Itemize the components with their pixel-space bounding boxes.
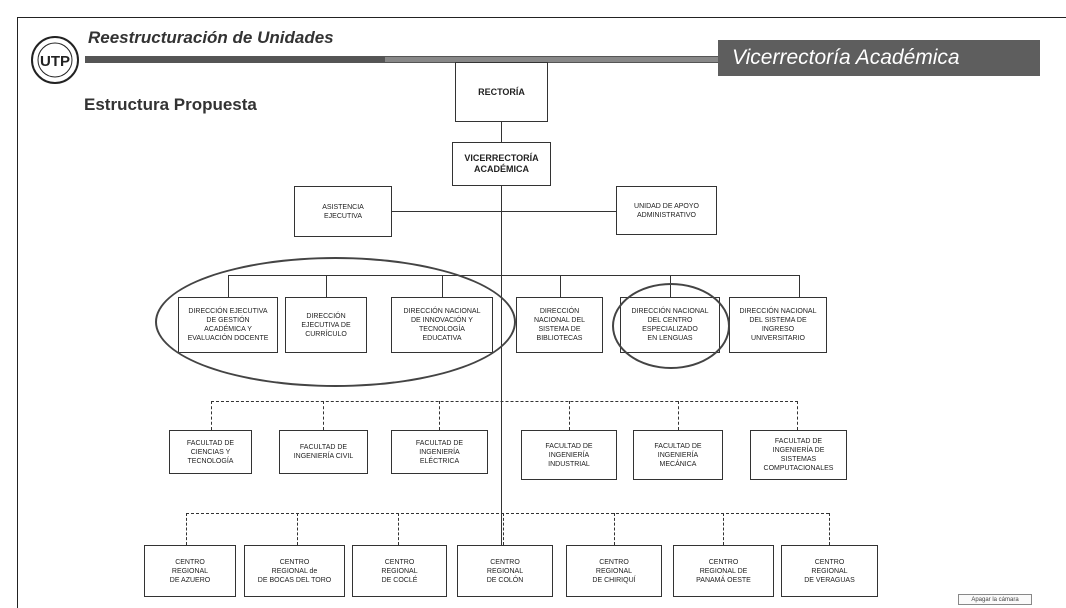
connector-fac-6 (797, 401, 798, 430)
connector-fac-4 (569, 401, 570, 430)
connector-fac-2 (323, 401, 324, 430)
frame-top (17, 17, 1066, 18)
connector-facultades (211, 401, 798, 402)
connector-cen-7 (829, 513, 830, 545)
box-centro-panama-oeste: CENTRO REGIONAL DE PANAMÁ OESTE (673, 545, 774, 597)
connector-staff (392, 211, 616, 212)
box-direccion-ingreso: DIRECCIÓN NACIONAL DEL SISTEMA DE INGRES… (729, 297, 827, 353)
box-facultad-ingenieria-industrial: FACULTAD DE INGENIERÍA INDUSTRIAL (521, 430, 617, 480)
svg-text:UTP: UTP (40, 53, 70, 70)
connector-cen-4 (503, 513, 504, 545)
page-subtitle: Estructura Propuesta (84, 95, 257, 114)
box-facultad-ingenieria-electrica: FACULTAD DE INGENIERÍA ELÉCTRICA (391, 430, 488, 474)
highlight-oval-left (155, 257, 516, 387)
university-seal-icon: UTP (30, 35, 80, 85)
page-title: Reestructuración de Unidades (88, 28, 334, 47)
box-direccion-bibliotecas: DIRECCIÓN NACIONAL DEL SISTEMA DE BIBLIO… (516, 297, 603, 353)
box-centro-bocas-del-toro: CENTRO REGIONAL de DE BOCAS DEL TORO (244, 545, 345, 597)
connector-fac-3 (439, 401, 440, 430)
connector-cen-5 (614, 513, 615, 545)
connector-cen-3 (398, 513, 399, 545)
box-centro-veraguas: CENTRO REGIONAL DE VERAGUAS (781, 545, 878, 597)
box-asistencia-ejecutiva: ASISTENCIA EJECUTIVA (294, 186, 392, 237)
box-facultad-ciencias-tecnologia: FACULTAD DE CIENCIAS Y TECNOLOGÍA (169, 430, 252, 474)
section-banner: Vicerrectoría Académica (718, 40, 1040, 76)
box-vicerrectoria: VICERRECTORÍA ACADÉMICA (452, 142, 551, 186)
box-facultad-sistemas-computacionales: FACULTAD DE INGENIERÍA DE SISTEMAS COMPU… (750, 430, 847, 480)
box-rectoria: RECTORÍA (455, 62, 548, 122)
connector-centros (186, 513, 829, 514)
box-facultad-ingenieria-civil: FACULTAD DE INGENIERÍA CIVIL (279, 430, 368, 474)
box-facultad-ingenieria-mecanica: FACULTAD DE INGENIERÍA MECÁNICA (633, 430, 723, 480)
connector-cen-2 (297, 513, 298, 545)
header-bar-accent (385, 57, 720, 62)
connector-fac-5 (678, 401, 679, 430)
box-unidad-apoyo: UNIDAD DE APOYO ADMINISTRATIVO (616, 186, 717, 235)
box-centro-azuero: CENTRO REGIONAL DE AZUERO (144, 545, 236, 597)
connector-cen-6 (723, 513, 724, 545)
frame-left (17, 17, 18, 608)
connector-rectoria-vicerrectoria (501, 122, 502, 142)
box-centro-colon: CENTRO REGIONAL DE COLÓN (457, 545, 553, 597)
connector-direcciones (228, 275, 799, 276)
box-centro-cocle: CENTRO REGIONAL DE COCLÉ (352, 545, 447, 597)
turn-off-camera-button[interactable]: Apagar la cámara (958, 594, 1032, 605)
connector-main-trunk (501, 186, 502, 571)
connector-dir-4 (560, 275, 561, 297)
connector-dir-6 (799, 275, 800, 297)
box-centro-chiriqui: CENTRO REGIONAL DE CHIRIQUÍ (566, 545, 662, 597)
connector-fac-1 (211, 401, 212, 430)
highlight-oval-lenguas (612, 283, 730, 369)
connector-cen-1 (186, 513, 187, 545)
